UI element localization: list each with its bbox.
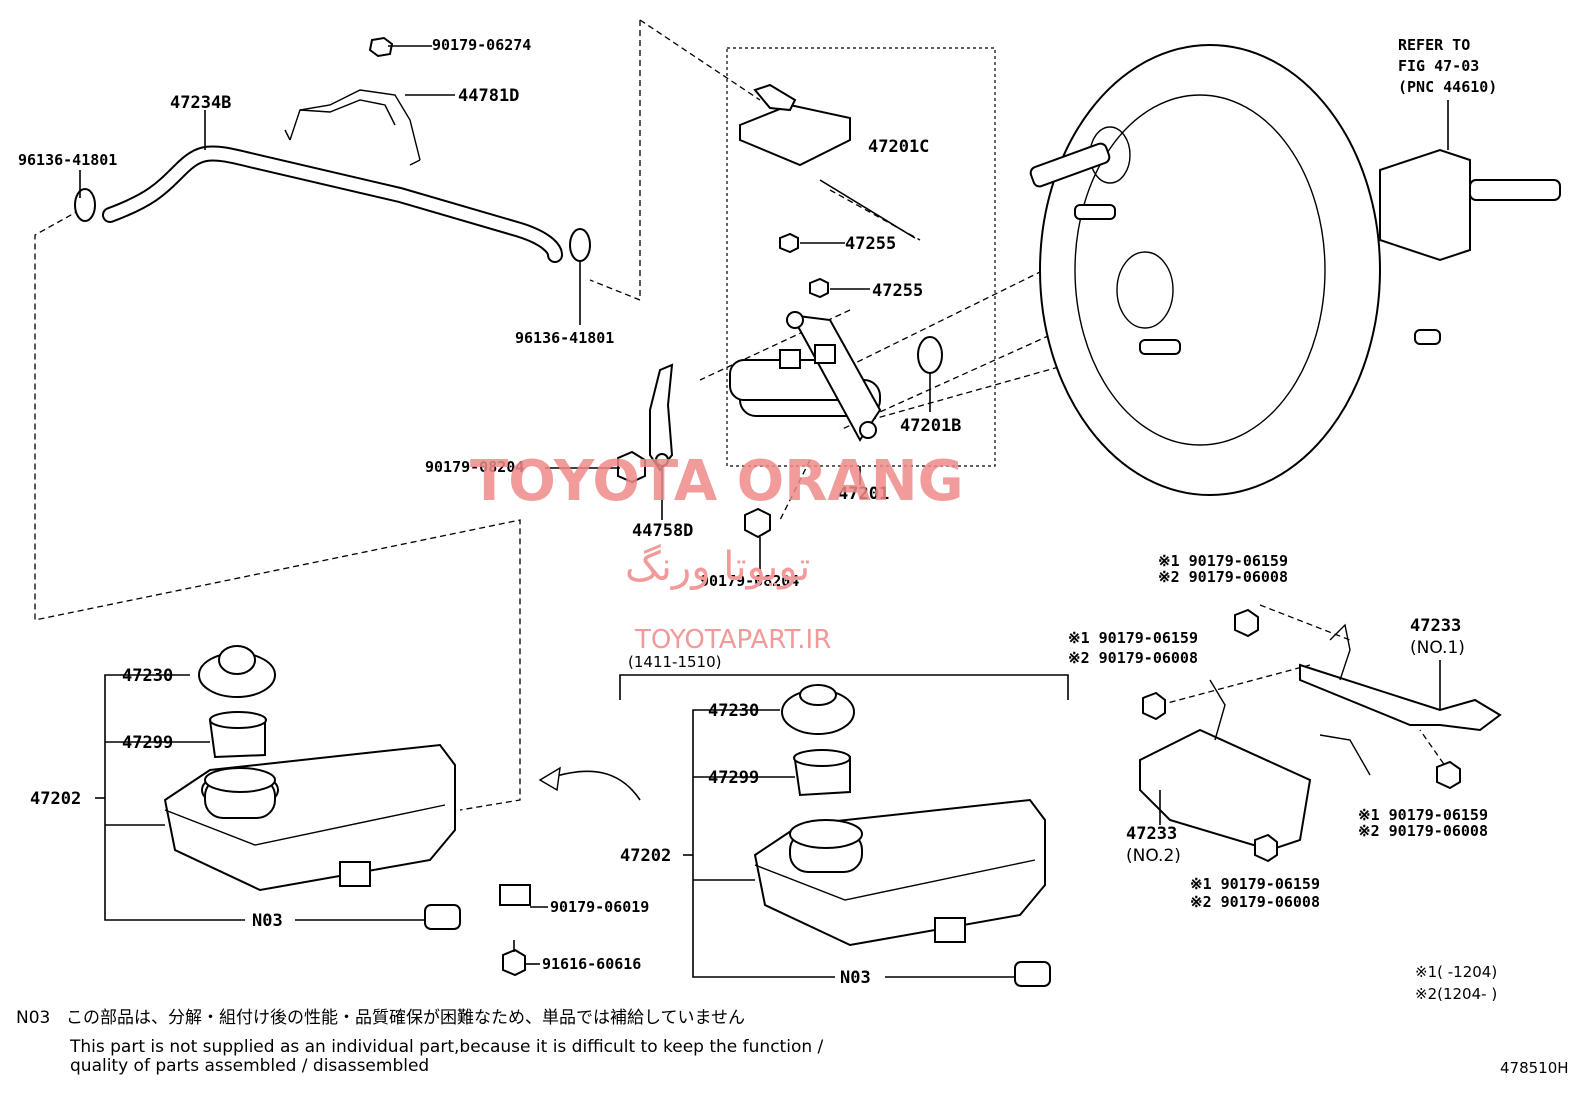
screw-91616[interactable]: [502, 940, 526, 977]
label-47230-a[interactable]: 47230: [122, 666, 173, 686]
label-refer-1: REFER TO: [1398, 36, 1470, 54]
label-47202-b[interactable]: 47202: [620, 846, 671, 866]
bracket-44781d[interactable]: [284, 89, 421, 166]
label-k2-c[interactable]: ※2 90179-06008: [1358, 822, 1488, 840]
sensor-n03a[interactable]: [339, 861, 461, 930]
bracket-47233-no1[interactable]: [1299, 623, 1502, 732]
label-k2-a[interactable]: ※2 90179-06008: [1158, 568, 1288, 586]
diagram-id: 478510H: [1500, 1059, 1569, 1077]
arrow-head: [538, 766, 561, 792]
label-96136-b[interactable]: 96136-41801: [515, 329, 614, 347]
label-90179-08204-b[interactable]: 90179-08204: [700, 572, 799, 590]
watermark-title: TOYOTA ORANG: [470, 449, 964, 514]
label-47233-no2-sub: (NO.2): [1126, 846, 1181, 866]
bracket-47233-no2[interactable]: [1139, 679, 1371, 852]
part-labels: 47234B 96136-41801 96136-41801 90179-062…: [18, 36, 1497, 1003]
label-47233-no2[interactable]: 47233: [1126, 824, 1177, 844]
label-47233-no1[interactable]: 47233: [1410, 616, 1461, 636]
label-k1-c[interactable]: ※1 90179-06159: [1358, 806, 1488, 824]
nut-k1d[interactable]: [1254, 833, 1278, 863]
label-k2-b[interactable]: ※2 90179-06008: [1068, 649, 1198, 667]
nut-47255b[interactable]: [809, 277, 829, 299]
note-english-2: quality of parts assembled / disassemble…: [70, 1056, 429, 1076]
legend-2: ※2(1204- ): [1415, 985, 1497, 1003]
nut-90179-08204b[interactable]: [744, 507, 771, 539]
label-47299-a[interactable]: 47299: [122, 733, 173, 753]
nut-90179-06274[interactable]: [368, 36, 394, 58]
clip-90179-06019[interactable]: [499, 884, 531, 906]
nut-90179-08204a[interactable]: [617, 450, 646, 484]
watermark-fa: تویوتا ورنگ: [625, 544, 810, 590]
reservoir-right[interactable]: [753, 798, 1046, 947]
label-47201c[interactable]: 47201C: [868, 137, 929, 157]
label-96136-a[interactable]: 96136-41801: [18, 151, 117, 169]
nut-k1a[interactable]: [1234, 608, 1259, 638]
strainer-47299a[interactable]: [208, 711, 267, 759]
note-code: N03: [16, 1008, 50, 1028]
nut-k1b[interactable]: [1142, 691, 1166, 721]
hose-clamp-left[interactable]: [74, 188, 96, 222]
hose-47234b[interactable]: [102, 145, 563, 263]
brake-booster[interactable]: [1029, 44, 1561, 496]
label-47233-no1-sub: (NO.1): [1410, 638, 1465, 658]
note-english-1: This part is not supplied as an individu…: [69, 1037, 824, 1057]
oring-47201b[interactable]: [917, 336, 943, 374]
label-47255-b[interactable]: 47255: [872, 281, 923, 301]
reservoir-upper-47201c[interactable]: [739, 83, 916, 239]
hose-clamp-right[interactable]: [569, 228, 591, 262]
direction-arrow: [549, 770, 641, 801]
label-k2-d[interactable]: ※2 90179-06008: [1190, 893, 1320, 911]
label-range: (1411-1510): [628, 653, 721, 671]
label-90179-06019[interactable]: 90179-06019: [550, 898, 649, 916]
label-k1-b[interactable]: ※1 90179-06159: [1068, 629, 1198, 647]
leader-lines: [79, 45, 1449, 978]
label-refer-2: FIG 47-03: [1398, 57, 1479, 75]
reservoir-left[interactable]: [163, 743, 456, 892]
label-n03-b[interactable]: N03: [840, 968, 871, 988]
label-refer-3[interactable]: (PNC 44610): [1398, 78, 1497, 96]
label-44781d[interactable]: 44781D: [458, 86, 519, 106]
strainer-47299b[interactable]: [793, 749, 851, 797]
label-91616-60616[interactable]: 91616-60616: [542, 955, 641, 973]
watermark: TOYOTA ORANG تویوتا ورنگ TOYOTAPART.IR: [470, 449, 964, 655]
cap-47230b[interactable]: [781, 684, 855, 735]
label-47230-b[interactable]: 47230: [708, 701, 759, 721]
label-47299-b[interactable]: 47299: [708, 768, 759, 788]
master-cylinder-group-box: [726, 47, 996, 467]
label-47202-a[interactable]: 47202: [30, 789, 81, 809]
label-44758d[interactable]: 44758D: [632, 521, 693, 541]
label-k1-a[interactable]: ※1 90179-06159: [1158, 552, 1288, 570]
sensor-n03b[interactable]: [934, 917, 1051, 987]
label-47201[interactable]: 47201: [838, 484, 889, 504]
note-japanese: この部品は、分解・組付け後の性能・品質確保が困難なため、単品では補給していません: [66, 1008, 745, 1028]
label-47201b[interactable]: 47201B: [900, 416, 961, 436]
watermark-site: TOYOTAPART.IR: [634, 625, 831, 655]
nut-47255a[interactable]: [779, 232, 799, 254]
range-bracket: [619, 674, 1069, 700]
master-cylinder-47201[interactable]: [729, 311, 882, 442]
label-90179-08204-a[interactable]: 90179-08204: [425, 458, 524, 476]
legend-1: ※1( -1204): [1415, 963, 1497, 981]
label-n03-a[interactable]: N03: [252, 911, 283, 931]
note-block: N03 この部品は、分解・組付け後の性能・品質確保が困難なため、単品では補給して…: [16, 1008, 824, 1076]
label-k1-d[interactable]: ※1 90179-06159: [1190, 875, 1320, 893]
label-90179-06274[interactable]: 90179-06274: [432, 36, 531, 54]
label-47255-a[interactable]: 47255: [845, 234, 896, 254]
cap-47230a[interactable]: [198, 645, 276, 698]
label-47234b[interactable]: 47234B: [170, 93, 231, 113]
nut-k1c[interactable]: [1436, 760, 1461, 790]
